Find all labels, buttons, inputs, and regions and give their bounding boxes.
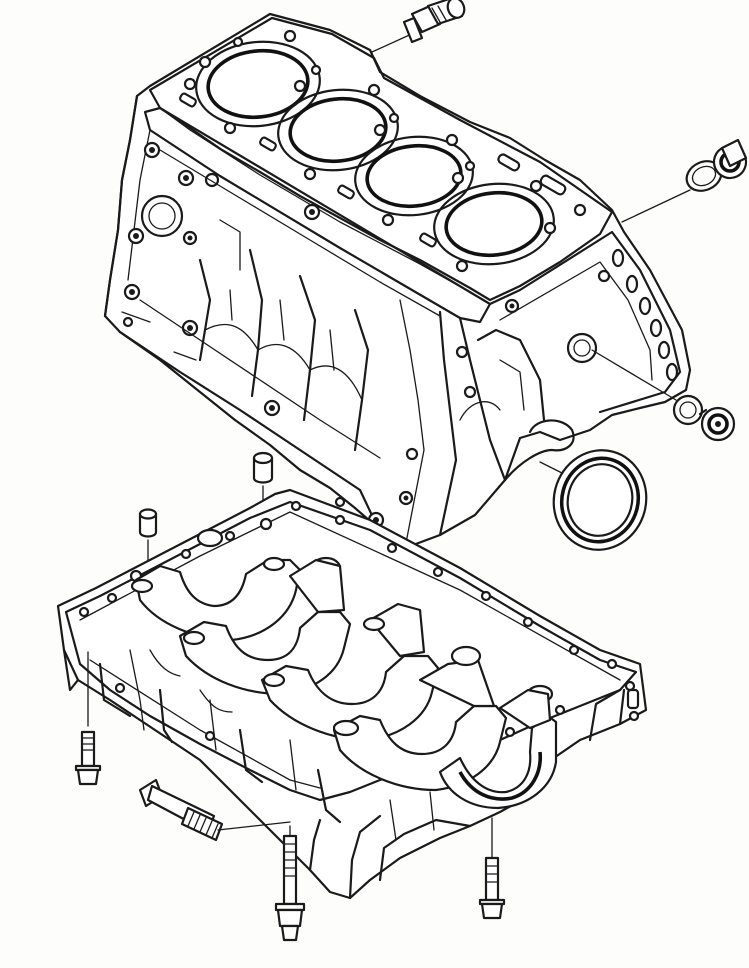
block-front-face (103, 94, 441, 417)
oil-seal-leader (539, 461, 565, 475)
cylinder-block (103, 12, 692, 550)
cylinder-bore-4 (444, 190, 544, 258)
dowel-pin-right (252, 451, 274, 521)
upper-plug-leader (621, 189, 691, 223)
cylinder-bore-4-ring (433, 182, 555, 266)
lower-crankcase (56, 488, 648, 900)
lower-crankcase-outline (56, 488, 648, 900)
deck-holes (179, 29, 587, 273)
crankcase-lower-body (62, 648, 640, 900)
rear-main-oil-seal (539, 449, 648, 551)
bolt-right (478, 817, 506, 920)
block-corner-pillar (334, 299, 507, 549)
bolt-long-angled (138, 778, 291, 842)
bolts (74, 651, 506, 942)
dowel-pins (138, 451, 274, 577)
deck-surface-outline (148, 16, 614, 302)
block-skirt (118, 219, 381, 530)
crankcase-flange (64, 500, 638, 802)
drain-plug-upper (621, 138, 748, 223)
front-seal-bore (140, 194, 184, 238)
cylinder-bore-2 (288, 96, 388, 164)
main-bearing-saddles (130, 528, 558, 810)
rear-drain-port (566, 332, 598, 364)
lower-plug-leader (591, 349, 677, 401)
cylinder-bore-2-ring (277, 88, 399, 172)
cylinder-bore-3 (365, 143, 463, 209)
drain-plug-lower (591, 349, 736, 442)
cylinder-bore-1 (206, 48, 310, 120)
bearing-saddle-5 (438, 684, 558, 810)
lower-plug-washer (672, 394, 704, 426)
oil-pressure-switch (371, 0, 466, 53)
bolt-left (74, 651, 102, 786)
bolt-center-long (274, 825, 306, 942)
rear-main-bore (503, 419, 575, 482)
block-rear-face (459, 230, 682, 422)
bearing-saddle-3 (260, 602, 440, 742)
cylinder-bore-1-ring (195, 40, 321, 128)
